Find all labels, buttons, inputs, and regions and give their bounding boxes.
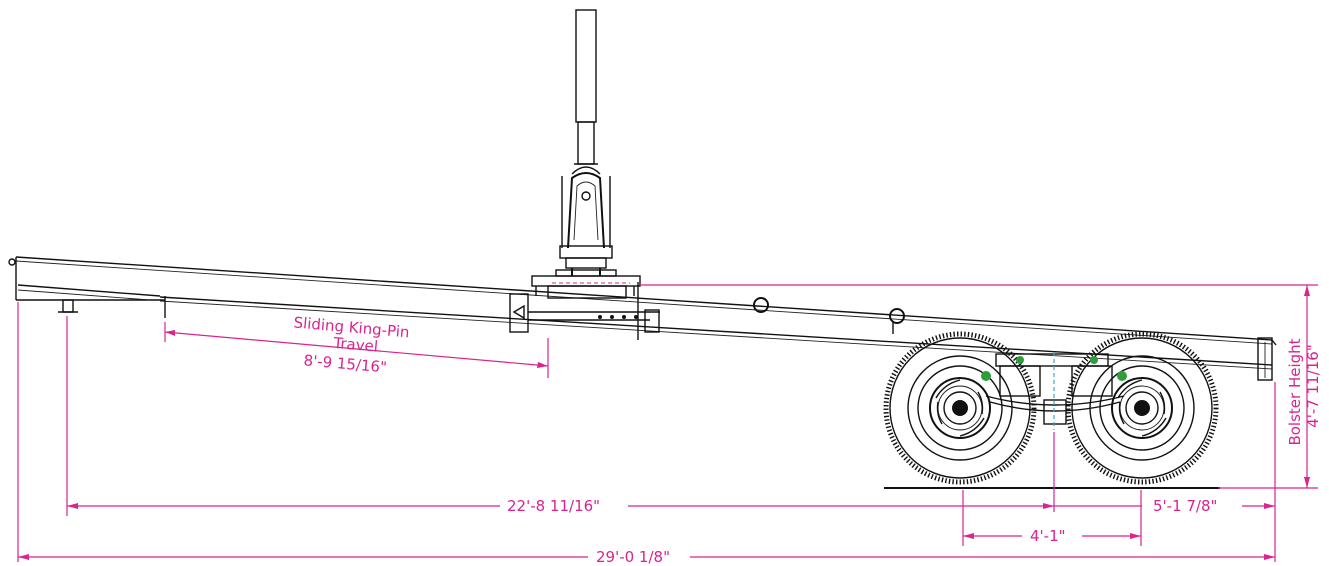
rear-axle-wheel bbox=[1065, 331, 1219, 485]
kingpin-slider-assembly bbox=[509, 275, 660, 340]
dimension-lines bbox=[17, 284, 1318, 562]
overall-length-value: 29'-0 1/8" bbox=[596, 548, 670, 566]
suspension bbox=[981, 352, 1127, 430]
dimension-labels: Sliding King-Pin Travel 8'-9 15/16" 22'-… bbox=[293, 313, 1322, 566]
tandem-running-gear bbox=[883, 331, 1220, 489]
axle-spread-value: 4'-1" bbox=[1030, 527, 1066, 545]
kingpin-travel-title-2: Travel bbox=[332, 334, 379, 356]
coupler-post bbox=[555, 9, 617, 277]
bolster-height-value: 4'-7 11/16" bbox=[1304, 344, 1322, 428]
bolster-height-title: Bolster Height bbox=[1286, 338, 1304, 445]
trailer-frame bbox=[8, 256, 1277, 381]
front-axle-wheel bbox=[883, 331, 1037, 485]
wheelbase-value: 22'-8 11/16" bbox=[507, 497, 600, 515]
rear-overhang-value: 5'-1 7/8" bbox=[1153, 497, 1217, 515]
